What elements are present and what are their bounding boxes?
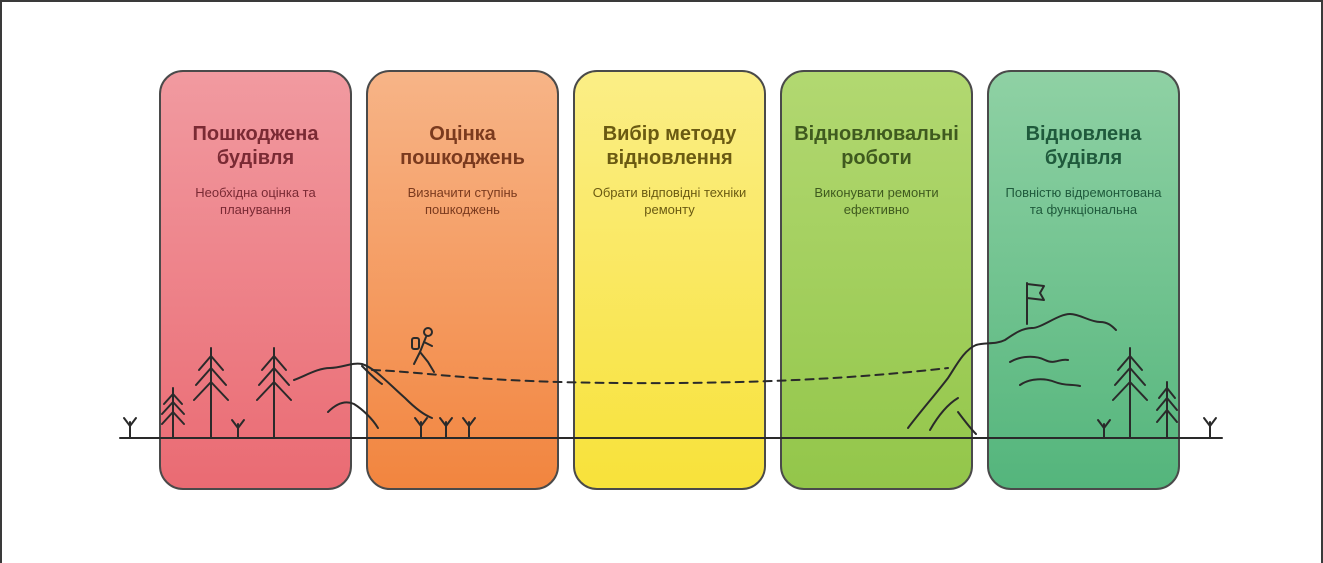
stage-card-3: Вибір методу відновлення Обрати відповід… [573, 70, 766, 490]
grass-icon [231, 419, 245, 439]
pine-tree-icon [1156, 381, 1178, 439]
process-diagram: Пошкоджена будівля Необхідна оцінка та п… [159, 70, 1199, 492]
pine-tree-icon [1112, 347, 1148, 439]
grass-icon [414, 417, 476, 439]
pine-tree-icon [193, 347, 229, 439]
grass-icon [1203, 417, 1217, 439]
stage-title-3: Вибір методу відновлення [602, 123, 737, 169]
stage-card-4: Відновлювальні роботи Виконувати ремонти… [780, 70, 973, 490]
grass-icon [1097, 419, 1111, 439]
stage-title-4: Відновлювальні роботи [794, 123, 959, 169]
pine-tree-icon [256, 347, 292, 439]
grass-icon [123, 417, 137, 439]
stage-title-5: Відновлена будівля [1025, 123, 1142, 169]
stage-description-4: Виконувати ремонти ефективно [814, 185, 939, 217]
stage-card-2: Оцінка пошкоджень Визначити ступінь пошк… [366, 70, 559, 490]
mountain-icon [907, 313, 1117, 435]
stage-description-2: Визначити ступінь пошкоджень [407, 185, 518, 217]
stage-description-5: Повністю відремонтована та функціональна [1005, 185, 1162, 217]
stage-title-1: Пошкоджена будівля [192, 123, 319, 169]
mountain-icon [293, 362, 433, 429]
pine-tree-icon [161, 387, 185, 439]
stage-description-1: Необхідна оцінка та планування [195, 185, 316, 217]
stage-card-5: Відновлена будівля Повністю відремонтова… [987, 70, 1180, 490]
hiker-icon [411, 327, 435, 373]
stage-description-3: Обрати відповідні техніки ремонту [592, 185, 747, 217]
stage-title-2: Оцінка пошкоджень [400, 123, 525, 169]
journey-path [371, 367, 949, 385]
flag-icon [1026, 282, 1045, 325]
stage-card-1: Пошкоджена будівля Необхідна оцінка та п… [159, 70, 352, 490]
